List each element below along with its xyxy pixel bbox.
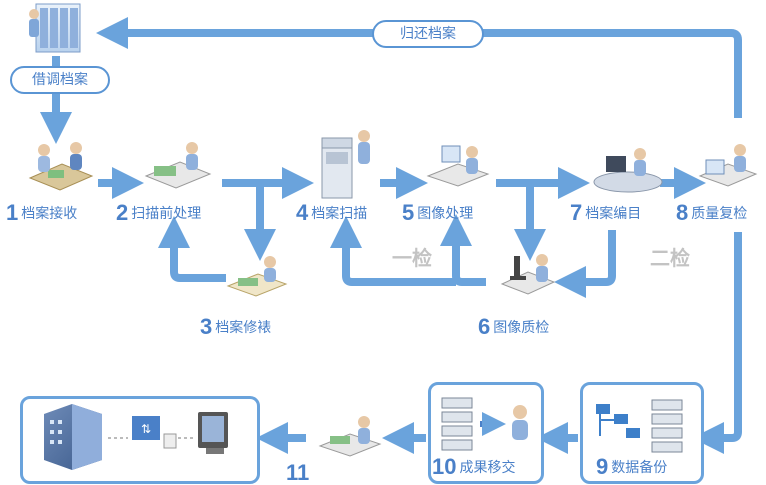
worker-icon-step2: [144, 142, 212, 189]
arrow-6-5: [452, 232, 486, 286]
building-icon: [44, 404, 102, 470]
arrow-3-2: [158, 216, 226, 282]
worker-icon-step3: [226, 256, 288, 297]
folder-icon: [596, 404, 640, 438]
server-stack-icon-step10: [441, 397, 473, 451]
file-transfer-icon: ⇅: [132, 416, 177, 449]
scanner-icon-step4: [321, 130, 370, 199]
workstation-icon-step7: [593, 148, 663, 193]
worker-icon-step5: [426, 145, 490, 187]
archive-cabinet-icon: [29, 3, 81, 53]
worker-icon-step11: [318, 416, 382, 457]
worker-icon-step1: [28, 142, 94, 191]
arrow-6-4: [330, 216, 456, 286]
arrow-8-6: [554, 230, 616, 298]
person-icon: [512, 405, 528, 440]
microscope-icon-step6: [500, 254, 556, 295]
svg-text:⇅: ⇅: [141, 422, 151, 436]
arrow-8-9: [692, 232, 742, 454]
server-stack-icon-step9: [651, 399, 683, 453]
first-check-label: 一检: [392, 246, 432, 270]
second-check-label: 二检: [650, 246, 690, 270]
monitor-icon: [198, 412, 228, 454]
return-arrow: [96, 17, 742, 118]
borrow-archive-pill: 借调档案: [10, 66, 110, 94]
step-11-label: 11: [286, 460, 310, 485]
worker-icon-step8: [698, 144, 758, 187]
return-archive-pill: 归还档案: [372, 20, 484, 48]
